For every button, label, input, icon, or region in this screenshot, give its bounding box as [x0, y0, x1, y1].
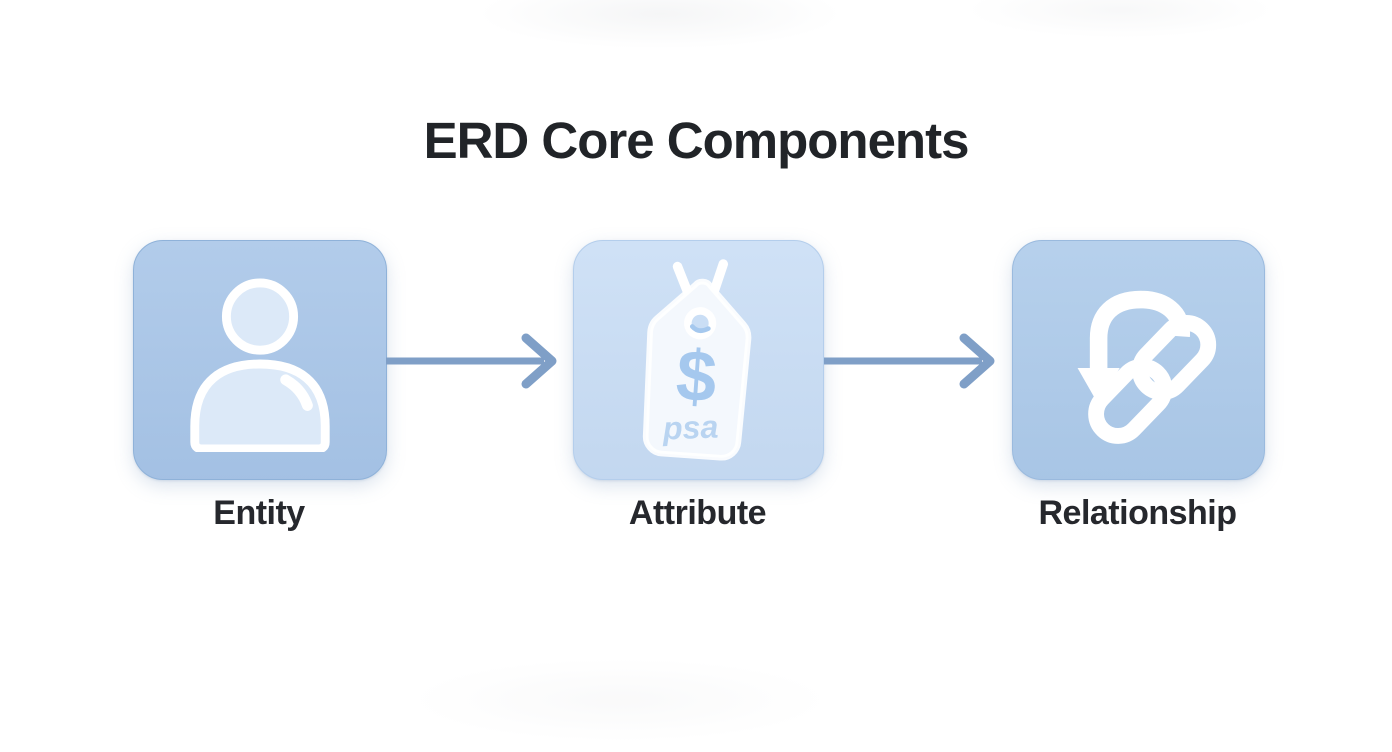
- tag-scribble-text: psa: [661, 409, 719, 447]
- arrow-connector-entity-attribute: [386, 333, 557, 389]
- node-card-relationship: [1012, 240, 1265, 480]
- node-card-attribute: $ psa: [573, 240, 824, 480]
- page-title: ERD Core Components: [423, 112, 970, 170]
- chain-link-arrow-icon: [1077, 290, 1216, 444]
- price-tag-icon: $ psa: [642, 259, 751, 461]
- node-label-relationship: Relationship: [1038, 494, 1237, 532]
- node-card-entity: [133, 240, 387, 480]
- node-label-attribute: Attribute: [628, 494, 767, 532]
- node-label-entity: Entity: [213, 494, 305, 532]
- arrow-connector-attribute-relationship: [824, 333, 995, 389]
- person-icon: [190, 278, 330, 452]
- tag-dollar-symbol: $: [673, 336, 719, 419]
